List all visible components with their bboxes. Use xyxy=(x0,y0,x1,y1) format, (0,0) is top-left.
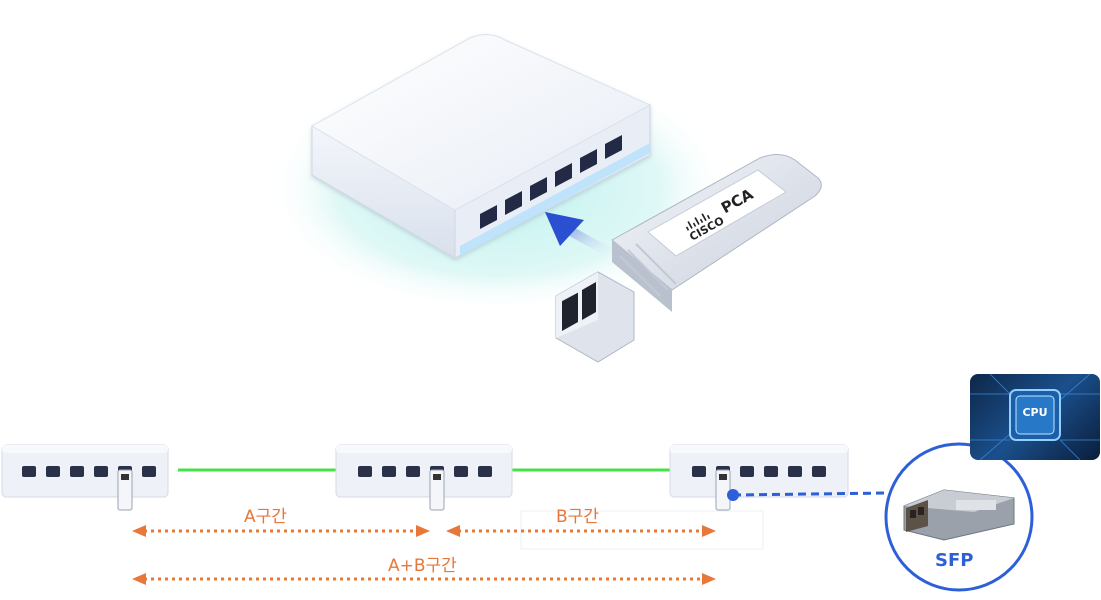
sfp-module-photo xyxy=(903,489,1015,541)
segment-ab-label: A+B구간 xyxy=(388,556,457,576)
arrow-b-right-head xyxy=(702,525,716,537)
arrow-a-left-head xyxy=(132,525,146,537)
fiber-port-a xyxy=(562,293,578,331)
arrow-ab-right-head xyxy=(702,573,716,585)
arrow-a-right-head xyxy=(416,525,430,537)
sfp-callout-connector xyxy=(727,489,889,501)
insert-arrow-icon xyxy=(545,212,618,257)
arrow-ab-left-head xyxy=(132,573,146,585)
sfp-label: SFP xyxy=(935,550,974,571)
sfp-stick-2 xyxy=(429,469,445,511)
cpu-label: CPU xyxy=(1022,406,1048,419)
switch-ports xyxy=(480,135,622,229)
sfp-callout xyxy=(884,442,1034,592)
sfp-module-large xyxy=(555,154,822,363)
cpu-image: CPU xyxy=(970,374,1100,460)
switch-3 xyxy=(669,444,849,511)
network-switch-large xyxy=(310,34,652,259)
arrow-b-left-head xyxy=(446,525,460,537)
segment-b-label: B구간 xyxy=(556,507,599,527)
switch-1 xyxy=(1,444,169,511)
segment-a-label: A구간 xyxy=(244,507,287,527)
switch-2 xyxy=(335,444,513,511)
sfp-stick-1 xyxy=(117,469,133,511)
sfp-label-plate xyxy=(647,169,787,257)
cisco-logo-icon xyxy=(685,213,711,231)
hero-illustration xyxy=(266,34,822,363)
fiber-port-b xyxy=(582,282,596,320)
sfp-stick-3 xyxy=(715,469,731,511)
